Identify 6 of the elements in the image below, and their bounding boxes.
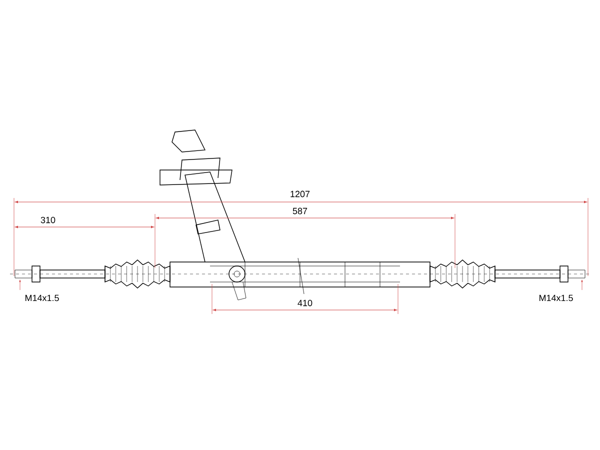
dimension-label: 587	[292, 208, 308, 214]
dimension-label: 1207	[290, 190, 310, 198]
dimension-label: 410	[298, 300, 312, 306]
thread-label: M14x1.5	[539, 294, 573, 302]
thread-label: M14x1.5	[25, 294, 59, 302]
dimension-label: 310	[40, 216, 56, 224]
